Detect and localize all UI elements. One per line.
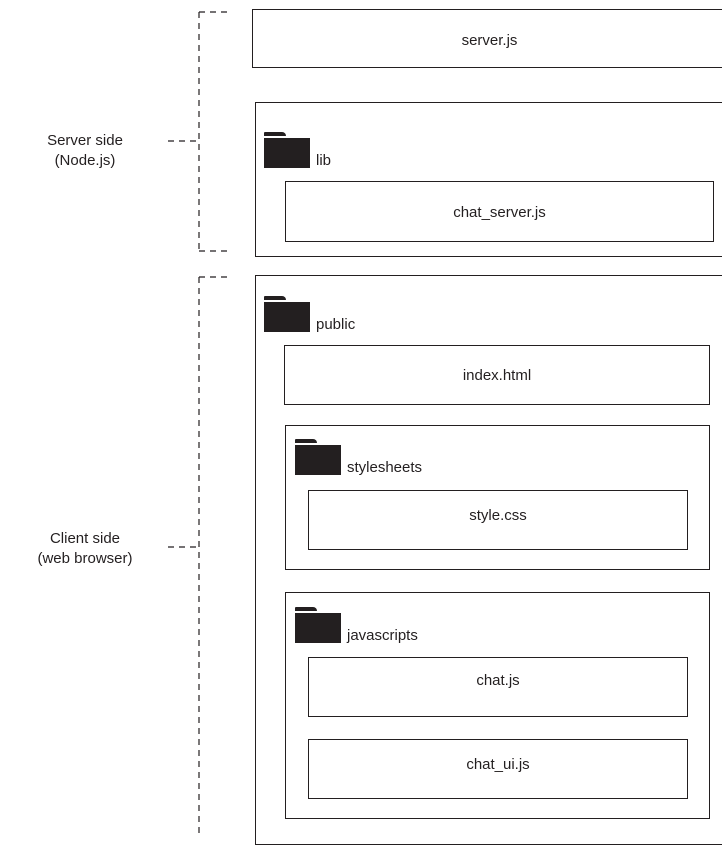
folder-icon [295,439,341,475]
folder-icon [264,132,310,168]
server-js-file[interactable]: server.js [252,9,722,68]
index-html-file[interactable]: index.html [284,345,710,405]
chat-ui-js-file[interactable]: chat_ui.js [308,739,688,799]
lib-folder-name: lib [316,152,332,169]
chat-server-js-label: chat_server.js [453,204,546,221]
lib-folder-header: lib [264,132,332,169]
stylesheets-folder-box[interactable]: stylesheets style.css [285,425,710,570]
client-side-label-line1: Client side [49,530,121,547]
chat-server-js-file[interactable]: chat_server.js [285,181,714,242]
chat-js-label: chat.js [476,672,520,689]
public-folder-box[interactable]: public index.html stylesheets style.css … [255,275,722,845]
public-folder-name: public [316,316,356,333]
style-css-file[interactable]: style.css [308,490,688,550]
chat-js-file[interactable]: chat.js [308,657,688,717]
folder-icon [295,607,341,643]
server-js-label: server.js [461,32,518,49]
client-side-label: Client side (web browser) [0,529,170,569]
stylesheets-folder-header: stylesheets [295,439,423,476]
server-side-label-line1: Server side [47,132,123,149]
index-html-label: index.html [462,367,532,384]
lib-folder-box[interactable]: lib chat_server.js [255,102,722,257]
javascripts-folder-box[interactable]: javascripts chat.js chat_ui.js [285,592,710,819]
public-folder-header: public [264,296,356,333]
folder-icon [264,296,310,332]
javascripts-folder-header: javascripts [295,607,418,644]
style-css-label: style.css [469,507,527,524]
stylesheets-folder-name: stylesheets [347,459,423,476]
server-side-label: Server side (Node.js) [0,131,170,171]
server-side-label-line2: (Node.js) [54,152,116,169]
client-side-label-line2: (web browser) [37,550,133,567]
javascripts-folder-name: javascripts [347,627,418,644]
chat-ui-js-label: chat_ui.js [466,756,530,773]
